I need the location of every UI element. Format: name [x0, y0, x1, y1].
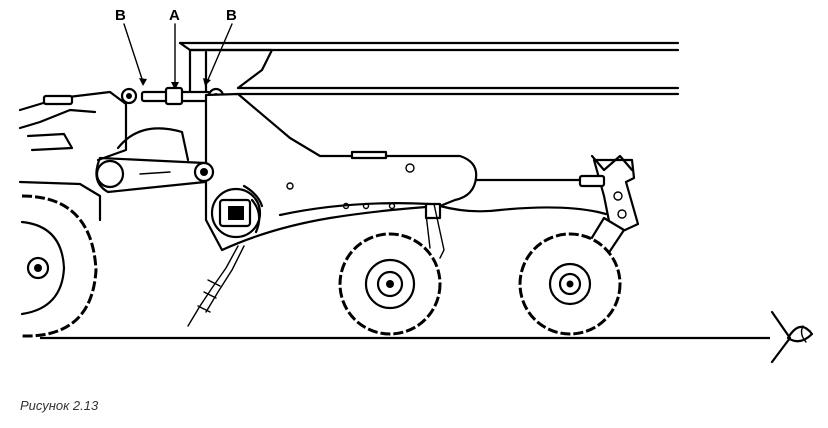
rear-frame-link: [474, 178, 608, 216]
drive-unit: [210, 184, 264, 239]
leader-lines: [123, 23, 233, 90]
label-b-right: B: [226, 7, 237, 24]
hanging-chain: [187, 245, 245, 327]
middle-wheel: [338, 203, 445, 336]
label-a: A: [169, 7, 180, 24]
rear-wheel: [518, 232, 622, 336]
tractor-rear-wheel: [20, 194, 98, 338]
figure-caption: Рисунок 2.13: [20, 398, 99, 413]
view-direction-eye-icon: [786, 325, 814, 343]
main-chassis: [204, 92, 600, 252]
upper-frame-rails: [178, 41, 680, 100]
label-b-left: B: [115, 7, 126, 24]
tractor-hitch: [18, 90, 190, 222]
lower-link-arm: [95, 156, 215, 194]
